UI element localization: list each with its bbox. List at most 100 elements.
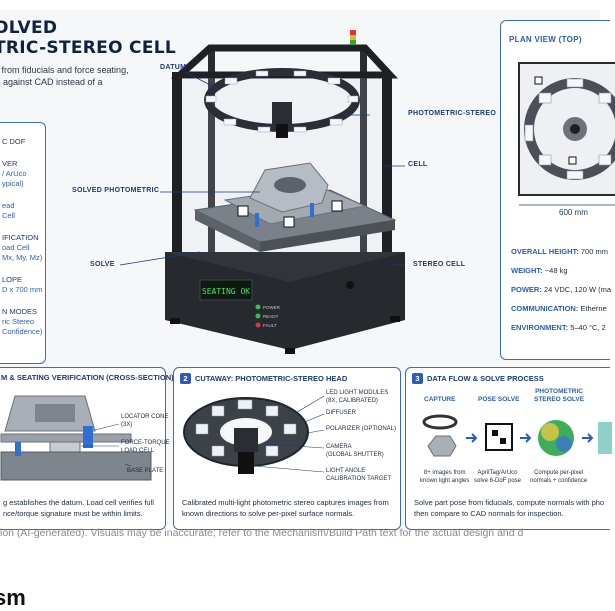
spec-value: ~48 kg xyxy=(544,266,568,275)
panel-number: 3 xyxy=(412,373,423,384)
left-spec-text: ypical) xyxy=(2,179,24,188)
foot xyxy=(285,348,295,354)
label-base-plate: BASE PLATE xyxy=(127,468,164,474)
cell-render-svg: SEATING OK POWER READY FAULT xyxy=(119,30,405,354)
spec-row-communication: COMMUNICATION: Etherne xyxy=(511,304,607,313)
step-desc-photometric-solve: Compute per-pixel normals + confidence xyxy=(530,470,588,484)
spec-row-environment: ENVIRONMENT: 5–40 °C, 2 xyxy=(511,323,606,332)
plan-fiducial xyxy=(534,76,543,85)
label-led-modules: LED LIGHT MODULES (8X, CALIBRATED) xyxy=(326,390,389,404)
locator-cone xyxy=(83,426,93,448)
label-diffuser: DIFFUSER xyxy=(326,410,356,416)
spec-key: ENVIRONMENT: xyxy=(511,323,569,332)
status-display-text: SEATING OK xyxy=(202,287,250,296)
step-name-pose-solve: POSE SOLVE xyxy=(478,396,520,403)
head-lens xyxy=(238,452,254,474)
plan-view-panel: PLAN VIEW (TOP) 600 mm OVERALL HEIGHT: 7… xyxy=(500,20,615,360)
base-enclosure-top xyxy=(165,252,405,282)
left-spec-text: Mx, My, Mz) xyxy=(2,253,43,262)
spec-row-weight: WEIGHT: ~48 kg xyxy=(511,266,568,275)
left-spec-text: Confidence) xyxy=(2,327,43,336)
part-bore xyxy=(274,177,306,193)
plan-camera-lens xyxy=(570,124,580,134)
frame-post-front-right xyxy=(382,72,392,302)
label-camera: CAMERA (GLOBAL SHUTTER) xyxy=(326,444,384,458)
panel-title: M & SEATING VERIFICATION (CROSS-SECTION) xyxy=(1,373,174,382)
callout-stereo-cell: STEREO CELL xyxy=(413,261,466,268)
cross-section-drawing xyxy=(0,395,152,481)
tower-light-yellow xyxy=(350,35,356,40)
plan-fiducial xyxy=(568,156,577,165)
status-light-label: POWER xyxy=(263,305,281,310)
subtitle-line-2: ls against CAD instead of a xyxy=(0,77,103,87)
spec-key: WEIGHT: xyxy=(511,266,543,275)
load-cell xyxy=(49,441,81,453)
status-light-label: FAULT xyxy=(263,323,277,328)
fiducial-tag xyxy=(283,216,295,228)
left-spec-text: IFICATION xyxy=(2,233,39,242)
label-load-cell: FORCE-TORQUE LOAD CELL xyxy=(121,440,170,454)
left-spec-item: C DOF xyxy=(2,137,45,147)
panel-caption: Calibrated multi-light photometric stere… xyxy=(182,498,389,518)
fiducial-tag xyxy=(237,205,249,217)
label-calibration-target: LIGHT ANGLE CALIBRATION TARGET xyxy=(326,468,392,482)
power-light xyxy=(255,304,261,310)
spec-row-height: OVERALL HEIGHT: 700 mm xyxy=(511,247,608,256)
camera-body xyxy=(272,102,292,124)
locator-pin xyxy=(15,442,21,456)
panel-seating-verification: M & SEATING VERIFICATION (CROSS-SECTION)… xyxy=(0,367,174,530)
fixture-section xyxy=(0,433,132,443)
locator-pin xyxy=(255,213,259,227)
left-spec-text: D x 700 mm xyxy=(2,285,43,294)
panel-title-text: CUTAWAY: PHOTOMETRIC-STEREO HEAD xyxy=(195,374,348,383)
capture-part-icon xyxy=(427,435,457,457)
fault-light xyxy=(255,322,261,328)
frame-post-back-left xyxy=(208,50,215,260)
section-heading: sm xyxy=(0,585,26,610)
led-modules xyxy=(205,70,359,133)
spec-value: 700 mm xyxy=(580,247,608,256)
status-light-label: READY xyxy=(263,314,279,319)
camera-lens xyxy=(276,124,288,138)
side-port xyxy=(346,281,354,289)
plan-view-title: PLAN VIEW (TOP) xyxy=(509,35,582,44)
callout-solved-photometric: SOLVED PHOTOMETRIC xyxy=(72,187,160,194)
callout-cell: CELL xyxy=(408,161,428,168)
label-locator-cone: LOCATOR CONE (3X) xyxy=(121,414,169,428)
spec-key: COMMUNICATION: xyxy=(511,304,579,313)
next-step-icon xyxy=(598,422,612,454)
callout-datum: DATUM xyxy=(160,64,187,71)
callout-leaders xyxy=(119,71,405,266)
step-name-photometric-solve: PHOTOMETRIC STEREO SOLVE xyxy=(534,388,585,403)
label-polarizer: POLARIZER (OPTIONAL) xyxy=(326,426,397,432)
ready-light xyxy=(255,313,261,319)
left-spec-text: Cell xyxy=(2,211,15,220)
base-enclosure xyxy=(165,252,405,350)
data-flow-drawing xyxy=(422,414,612,457)
title-line-2: TRIC-STEREO CELL xyxy=(0,38,177,58)
foot xyxy=(170,318,180,324)
spec-value: 24 VDC, 120 W (ma xyxy=(543,285,612,294)
left-spec-text: ric Stereo xyxy=(2,317,35,326)
plan-led-modules xyxy=(524,78,612,180)
head-leaders xyxy=(253,395,325,473)
step-desc-capture: 8+ images from known light angles xyxy=(420,470,470,484)
frame-post-front-left xyxy=(172,72,182,302)
title-subtitle: e from fiducials and force seating, ls a… xyxy=(0,64,154,88)
spec-row-power: POWER: 24 VDC, 120 W (ma xyxy=(511,285,611,294)
cell-hero-render: SEATING OK POWER READY FAULT DATUM xyxy=(60,20,496,360)
spec-key: POWER: xyxy=(511,285,542,294)
left-spec-text: oad Cell xyxy=(2,243,30,252)
tower-light-red xyxy=(350,30,356,35)
left-spec-text: LOPE xyxy=(2,275,23,284)
step-name-capture: CAPTURE xyxy=(424,396,456,403)
panel-caption: Solve part pose from fiducials, compute … xyxy=(414,498,605,518)
step-desc-pose-solve: AprilTag/ArUco solve 6-DoF pose xyxy=(474,470,522,484)
arrow-icon xyxy=(466,433,478,443)
spec-value: Etherne xyxy=(580,304,607,313)
